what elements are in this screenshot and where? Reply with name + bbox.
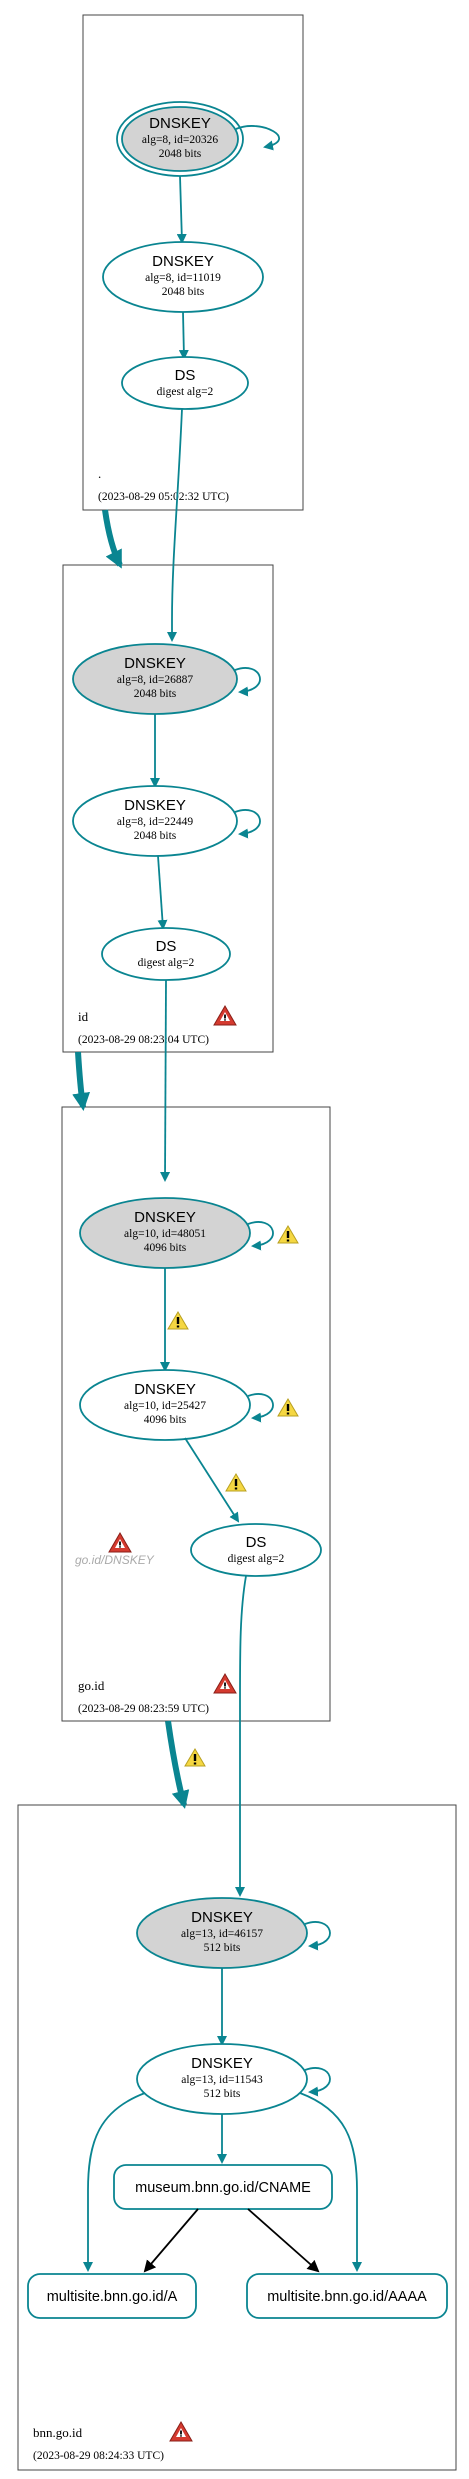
zone-timestamp: (2023-08-29 08:23:59 UTC) (78, 1703, 209, 1715)
delegation-arrow-id-go-id (72, 1051, 91, 1111)
node-title: DNSKEY (134, 1209, 196, 1226)
node-title: DS (175, 367, 196, 384)
zone-name: id (78, 1009, 89, 1024)
zone-name: go.id (78, 1678, 105, 1693)
dnskey-node-20326[interactable] (121, 106, 239, 172)
edge (157, 855, 168, 930)
node-line2: 4096 bits (144, 1414, 187, 1426)
edge (143, 2208, 199, 2273)
node-line1: alg=13, id=11543 (181, 2074, 263, 2086)
record-node-cname[interactable] (113, 2164, 333, 2210)
edge (247, 2208, 320, 2273)
dnskey-node-22449[interactable] (72, 785, 238, 857)
edge (178, 311, 189, 360)
delegation-arrow-go-id-bnn (165, 1720, 190, 1809)
zone-bnn-go-id (17, 1804, 457, 2471)
zone-go-id (61, 1106, 331, 1722)
error-icon (213, 1673, 237, 1694)
record-label: museum.bnn.go.id/CNAME (135, 2180, 311, 2196)
record-label: multisite.bnn.go.id/AAAA (267, 2289, 427, 2305)
node-title: DNSKEY (134, 1381, 196, 1398)
edge (167, 408, 183, 642)
error-icon (213, 1005, 237, 1026)
node-line2: 512 bits (204, 2088, 241, 2100)
node-line1: digest alg=2 (228, 1553, 285, 1565)
record-node-a[interactable] (27, 2273, 197, 2319)
ds-node-root[interactable] (121, 356, 249, 410)
edge (83, 2092, 146, 2272)
node-line1: alg=8, id=11019 (145, 272, 221, 284)
node-title: DS (156, 938, 177, 955)
edge (176, 175, 187, 244)
node-line1: alg=8, id=22449 (117, 816, 193, 828)
node-line2: 512 bits (204, 1942, 241, 1954)
self-sign-arrow (304, 2067, 331, 2097)
zone-timestamp: (2023-08-29 05:02:32 UTC) (98, 491, 229, 503)
self-sign-arrow (304, 1921, 331, 1951)
node-line1: alg=8, id=26887 (117, 674, 193, 686)
edge (235, 1575, 247, 1897)
record-label: multisite.bnn.go.id/A (47, 2289, 178, 2305)
node-line1: digest alg=2 (157, 386, 214, 398)
zone-name: . (98, 466, 101, 481)
self-sign-arrow (247, 1221, 274, 1251)
edge (184, 1437, 240, 1523)
node-line1: digest alg=2 (138, 957, 195, 969)
warning-icon (167, 1311, 189, 1330)
self-sign-arrow (235, 125, 280, 151)
self-sign-arrow (234, 667, 261, 697)
edge (160, 979, 171, 1182)
node-title: DNSKEY (152, 253, 214, 270)
self-sign-arrow (234, 809, 261, 839)
node-line2: 2048 bits (162, 286, 205, 298)
node-line1: alg=8, id=20326 (142, 134, 218, 146)
node-line1: alg=10, id=25427 (124, 1400, 206, 1412)
zone-timestamp: (2023-08-29 08:24:33 UTC) (33, 2450, 164, 2462)
dnskey-node-25427[interactable] (79, 1369, 251, 1441)
node-title: DNSKEY (191, 1909, 253, 1926)
warning-icon (184, 1748, 206, 1767)
error-icon (169, 2421, 193, 2442)
zone-name: bnn.go.id (33, 2425, 83, 2440)
warning-icon (225, 1473, 247, 1492)
error-icon (108, 1532, 132, 1553)
warning-icon (277, 1225, 299, 1244)
node-title: DNSKEY (191, 2055, 253, 2072)
self-sign-arrow (247, 1393, 274, 1423)
warning-icon (277, 1398, 299, 1417)
delegation-arrow-root-id (102, 509, 123, 569)
node-title: DNSKEY (149, 115, 211, 132)
record-node-aaaa[interactable] (246, 2273, 448, 2319)
node-line1: alg=13, id=46157 (181, 1928, 263, 1940)
node-line2: 2048 bits (134, 830, 177, 842)
node-line2: 2048 bits (159, 148, 202, 160)
node-title: DS (246, 1534, 267, 1551)
node-line1: alg=10, id=48051 (124, 1228, 206, 1240)
node-title: DNSKEY (124, 655, 186, 672)
edge (299, 2092, 362, 2272)
ghost-dnskey-label: go.id/DNSKEY (75, 1553, 155, 1567)
zone-id (62, 564, 274, 1053)
node-line2: 4096 bits (144, 1242, 187, 1254)
zone-root (82, 14, 304, 511)
zone-timestamp: (2023-08-29 08:23:04 UTC) (78, 1034, 209, 1046)
node-title: DNSKEY (124, 797, 186, 814)
node-line2: 2048 bits (134, 688, 177, 700)
ds-node-go-id[interactable] (190, 1523, 322, 1577)
